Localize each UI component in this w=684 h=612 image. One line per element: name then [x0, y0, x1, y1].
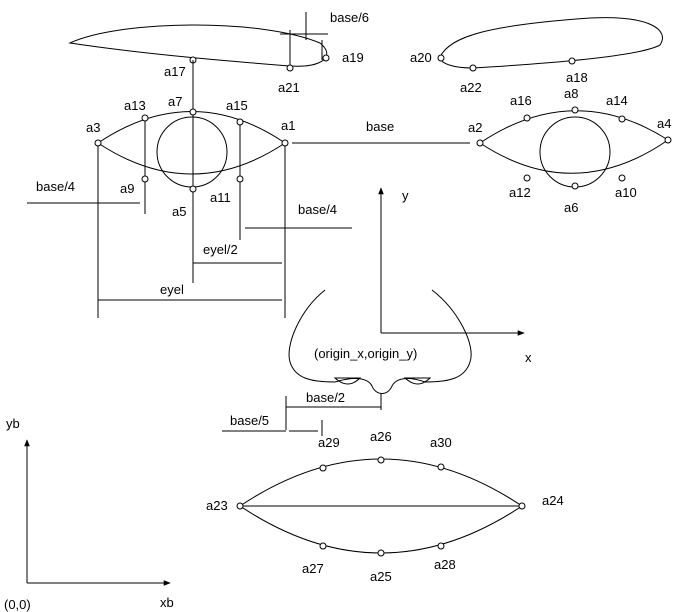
label-base-4-right: base/4: [298, 202, 337, 217]
point-a5: [189, 185, 197, 193]
label-a2: a2: [468, 120, 482, 135]
label-a6: a6: [564, 200, 578, 215]
lower-lip: [239, 505, 523, 554]
point-a1: [281, 139, 289, 147]
label-xb: xb: [160, 595, 174, 610]
label-y-axis: y: [402, 188, 409, 203]
left-eyebrow: base/6 a17 a21 a19: [68, 10, 369, 95]
point-a13: [141, 114, 149, 122]
left-eye: a3 a13 a7 a15 a1 base/4 a9 a11 a5 base/4…: [27, 60, 470, 318]
left-eyebrow-outline: [68, 24, 328, 67]
point-a7: [189, 108, 197, 116]
upper-lip: [239, 458, 523, 507]
point-a25: [377, 549, 385, 557]
point-a28: [437, 542, 445, 550]
mouth: a29 a26 a30 a23 a24 a27 a25 a28: [206, 429, 564, 584]
label-a9: a9: [120, 181, 134, 196]
point-a30: [437, 463, 445, 471]
label-base: base: [366, 119, 394, 134]
left-iris: [156, 116, 228, 188]
label-a1: a1: [281, 118, 295, 133]
label-a4: a4: [657, 116, 671, 131]
point-a19: [322, 54, 330, 62]
point-a12: [523, 174, 531, 182]
label-a18: a18: [566, 70, 588, 85]
label-yb: yb: [6, 416, 20, 431]
label-a25: a25: [370, 569, 392, 584]
label-a28: a28: [434, 557, 456, 572]
right-nostril: [403, 377, 432, 385]
point-a6: [571, 182, 579, 190]
label-a19: a19: [342, 50, 364, 65]
label-a10: a10: [615, 185, 637, 200]
label-base-6: base/6: [330, 10, 369, 25]
right-eyebrow-outline: [439, 17, 663, 69]
right-eyebrow: a20 a22 a18: [410, 17, 663, 95]
label-a16: a16: [510, 93, 532, 108]
point-a23: [236, 502, 244, 510]
right-eye-outline: [479, 110, 669, 174]
point-a18: [568, 57, 576, 65]
label-a20: a20: [410, 50, 432, 65]
label-base-5: base/5: [230, 413, 269, 428]
label-a26: a26: [370, 429, 392, 444]
point-a26: [377, 456, 385, 464]
label-a8: a8: [564, 86, 578, 101]
nose: y x (origin_x,origin_y) base/2 base/5: [222, 187, 532, 436]
point-a11: [236, 175, 244, 183]
point-a21: [286, 64, 294, 72]
right-eye: a2 a16 a8 a14 a4 a12 a10 a6: [468, 86, 672, 215]
label-base-4-left: base/4: [36, 179, 75, 194]
base-axes: yb xb (0,0): [4, 416, 174, 612]
point-a20: [437, 54, 445, 62]
nose-left-contour: [288, 289, 336, 383]
point-a27: [319, 542, 327, 550]
nose-bottom: [334, 378, 426, 394]
point-a2: [476, 139, 484, 147]
point-a14: [618, 115, 626, 123]
label-a24: a24: [542, 493, 564, 508]
label-a12: a12: [509, 185, 531, 200]
point-a3: [94, 139, 102, 147]
label-eyel: eyel: [160, 282, 184, 297]
label-a21: a21: [278, 80, 300, 95]
label-base-origin: (0,0): [4, 597, 31, 612]
label-a11: a11: [210, 190, 231, 205]
label-a13: a13: [124, 98, 146, 113]
label-base-2: base/2: [306, 390, 345, 405]
label-a30: a30: [430, 435, 452, 450]
label-a27: a27: [302, 561, 324, 576]
label-a14: a14: [606, 93, 628, 108]
label-eyel-2: eyel/2: [203, 242, 238, 257]
label-a5: a5: [172, 204, 186, 219]
label-a3: a3: [86, 120, 100, 135]
label-a29: a29: [318, 435, 340, 450]
point-a15: [236, 118, 244, 126]
point-a22: [469, 64, 477, 72]
left-eye-outline: [97, 111, 286, 175]
label-a22: a22: [460, 80, 482, 95]
nose-right-contour: [424, 289, 472, 383]
point-a4: [664, 136, 672, 144]
point-a8: [571, 106, 579, 114]
point-a10: [618, 174, 626, 182]
label-a15: a15: [226, 98, 248, 113]
point-a16: [523, 114, 531, 122]
point-a24: [518, 502, 526, 510]
label-a7: a7: [168, 94, 182, 109]
label-x-axis: x: [525, 350, 532, 365]
point-a9: [141, 175, 149, 183]
right-iris: [539, 116, 611, 188]
point-a29: [319, 464, 327, 472]
label-origin: (origin_x,origin_y): [314, 346, 417, 361]
label-a17: a17: [164, 64, 186, 79]
label-a23: a23: [206, 498, 228, 513]
left-nostril: [333, 377, 362, 385]
